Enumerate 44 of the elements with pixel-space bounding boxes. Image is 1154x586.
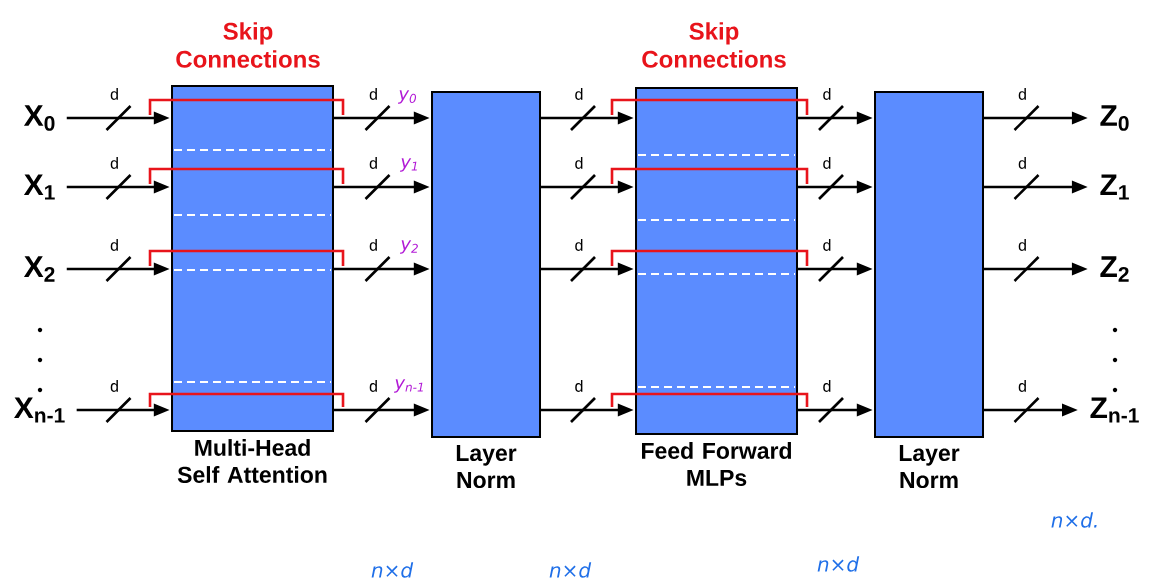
handwritten-note: y$_{1}$ — [399, 158, 417, 172]
handwritten-note: n×d. — [1051, 512, 1097, 528]
node-label: Layer Norm — [456, 445, 517, 489]
handwritten-note: n×d — [371, 562, 414, 578]
block-box: Multi-Head Self Attention — [171, 85, 334, 483]
edge-label: d — [110, 239, 118, 251]
edge-label: d — [823, 380, 831, 392]
node-label: Layer Norm — [899, 445, 960, 489]
block-box: Layer Norm — [874, 91, 984, 489]
input-label: X$_{2}$ — [23, 256, 55, 282]
edge-label: d — [575, 157, 583, 169]
edge-label: d — [575, 88, 583, 100]
input-label: X$_{0}$ — [23, 105, 55, 131]
block-box: Feed Forward MLPs — [635, 87, 798, 486]
edge-label: d — [110, 380, 118, 392]
edge-label: d — [575, 380, 583, 392]
handwritten-note: y$_{n-1}$ — [393, 379, 423, 393]
edge-label: d — [1018, 239, 1026, 251]
edge-label: d — [369, 88, 377, 100]
handwritten-note: n×d — [549, 562, 592, 578]
handwritten-note: n×d — [817, 556, 860, 572]
input-label: X$_{n-1}$ — [14, 397, 65, 423]
edge-label: d — [1018, 380, 1026, 392]
handwritten-note: y$_{2}$ — [399, 240, 418, 254]
block-box: Layer Norm — [431, 91, 541, 489]
output-label: Z$_{0}$ — [1100, 105, 1129, 131]
edge-label: d — [110, 88, 118, 100]
handwritten-note: y$_{0}$ — [397, 90, 417, 104]
edge-label: d — [1018, 157, 1026, 169]
edge-label: d — [823, 88, 831, 100]
output-label: Z$_{2}$ — [1100, 256, 1129, 282]
edge-label: d — [369, 157, 377, 169]
edge-label: d — [575, 239, 583, 251]
input-label: X$_{1}$ — [23, 174, 55, 200]
output-label: Z$_{n-1}$ — [1090, 397, 1139, 423]
edge-label: d — [823, 239, 831, 251]
edge-label: d — [369, 380, 377, 392]
node-label: Feed Forward MLPs — [642, 442, 792, 486]
edge-label: d — [369, 239, 377, 251]
output-label: Z$_{1}$ — [1100, 174, 1129, 200]
edge-label: d — [823, 157, 831, 169]
edge-label: d — [110, 157, 118, 169]
node-label: Multi-Head Self Attention — [177, 439, 327, 483]
edge-label: d — [1018, 88, 1026, 100]
